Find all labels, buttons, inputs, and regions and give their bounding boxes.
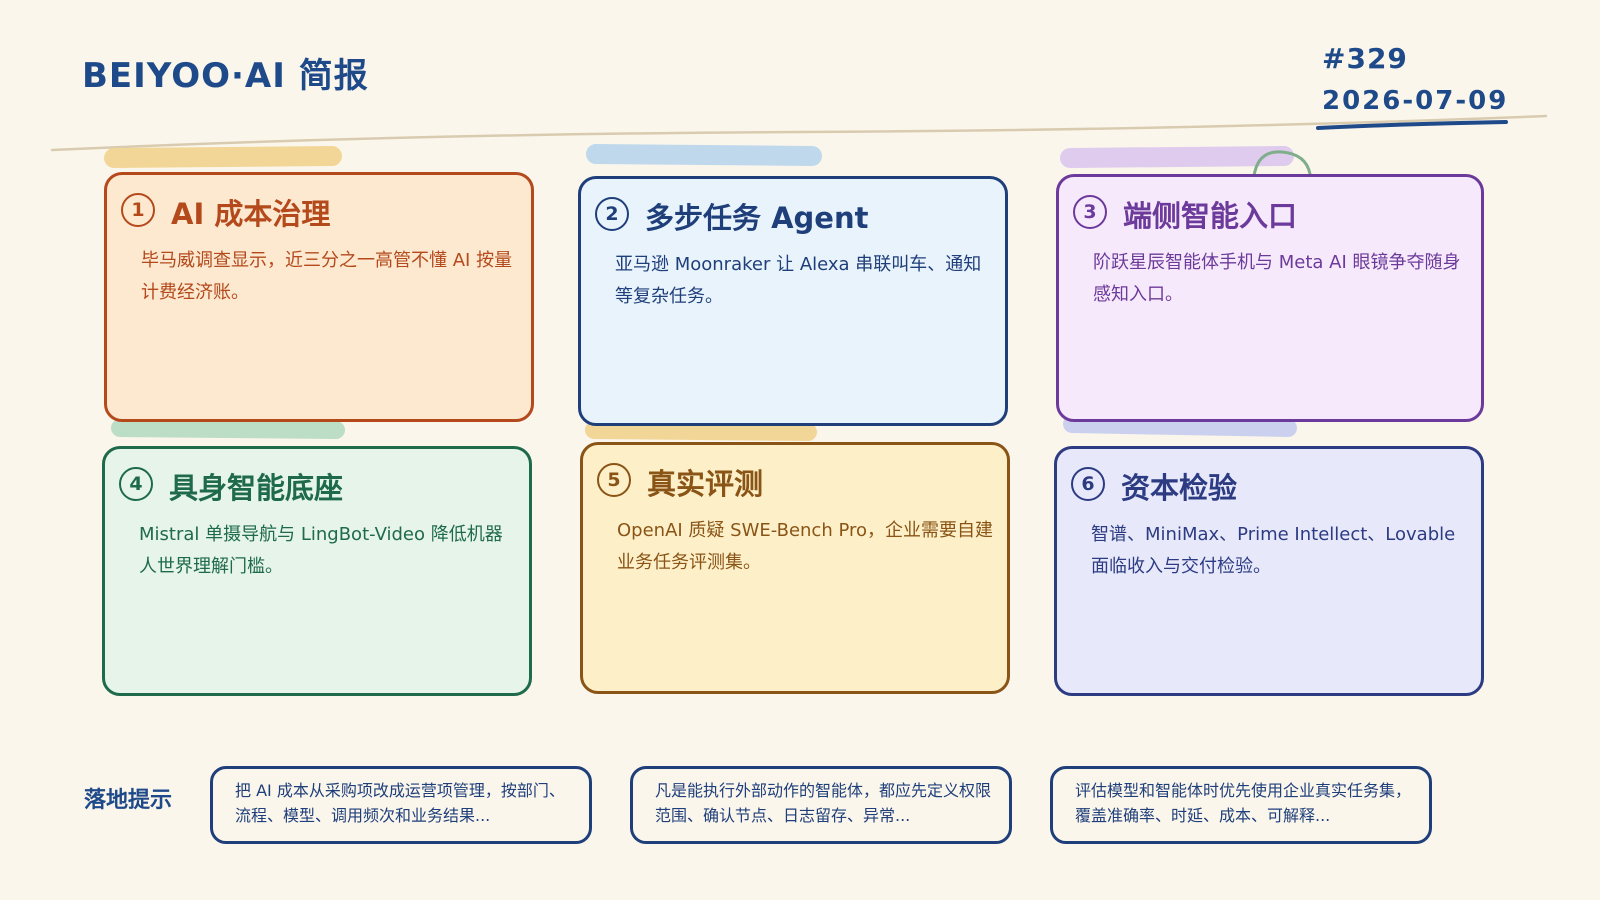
card-description: 亚马逊 Moonraker 让 Alexa 串联叫车、通知等复杂任务。 [615,254,982,307]
issue-number: #329 [1322,42,1408,75]
card-capital-test: 6 资本检验 智谱、MiniMax、Prime Intellect、Lovabl… [1054,446,1484,696]
card-title: 资本检验 [1121,471,1238,505]
tip-card: 凡是能执行外部动作的智能体，都应先定义权限范围、确认节点、日志留存、异常... [630,766,1012,844]
tip-text: 评估模型和智能体时优先使用企业真实任务集，覆盖准确率、时延、成本、可解释... [1075,781,1412,825]
card-description: 阶跃星辰智能体手机与 Meta AI 眼镜争夺随身感知入口。 [1093,252,1461,305]
card-number-badge: 2 [595,197,629,231]
card-real-evaluation: 5 真实评测 OpenAI 质疑 SWE-Bench Pro，企业需要自建业务任… [580,442,1010,694]
card-title: AI 成本治理 [171,197,331,231]
header-divider-line [50,114,1548,152]
tape-strip-1 [104,146,342,168]
card-title: 端侧智能入口 [1123,199,1298,233]
card-number-badge: 5 [597,463,631,497]
header-title: BEIYOO·AI 简报 [82,56,369,96]
tips-label: 落地提示 [84,788,173,813]
card-number-badge: 3 [1073,195,1107,229]
tape-strip-4 [111,419,345,439]
card-title: 多步任务 Agent [645,201,869,235]
card-ai-cost-governance: 1 AI 成本治理 毕马威调查显示，近三分之一高管不懂 AI 按量计费经济账。 [104,172,534,422]
date-underline [1316,120,1508,130]
card-edge-ai-entry: 3 端侧智能入口 阶跃星辰智能体手机与 Meta AI 眼镜争夺随身感知入口。 [1056,174,1484,422]
card-number-badge: 4 [119,467,153,501]
card-description: 毕马威调查显示，近三分之一高管不懂 AI 按量计费经济账。 [141,250,513,303]
card-embodied-ai-base: 4 具身智能底座 Mistral 单摄导航与 LingBot-Video 降低机… [102,446,532,696]
tape-strip-3 [1060,146,1294,168]
card-title: 真实评测 [647,467,764,501]
tip-text: 凡是能执行外部动作的智能体，都应先定义权限范围、确认节点、日志留存、异常... [655,781,992,825]
tip-card: 评估模型和智能体时优先使用企业真实任务集，覆盖准确率、时延、成本、可解释... [1050,766,1432,844]
tape-strip-6 [1063,415,1297,437]
card-description: Mistral 单摄导航与 LingBot-Video 降低机器人世界理解门槛。 [139,524,503,577]
card-number-badge: 6 [1071,467,1105,501]
tape-strip-2 [586,144,822,166]
tip-card: 把 AI 成本从采购项改成运营项管理，按部门、流程、模型、调用频次和业务结果..… [210,766,592,844]
card-description: OpenAI 质疑 SWE-Bench Pro，企业需要自建业务任务评测集。 [617,520,994,573]
paperclip-loop [1252,150,1312,178]
card-title: 具身智能底座 [169,471,344,505]
tip-text: 把 AI 成本从采购项改成运营项管理，按部门、流程、模型、调用频次和业务结果..… [235,781,565,825]
card-number-badge: 1 [121,193,155,227]
card-description: 智谱、MiniMax、Prime Intellect、Lovable 面临收入与… [1091,524,1456,577]
issue-date: 2026-07-09 [1322,86,1509,116]
card-multistep-agent: 2 多步任务 Agent 亚马逊 Moonraker 让 Alexa 串联叫车、… [578,176,1008,426]
tape-strip-5 [585,421,817,441]
